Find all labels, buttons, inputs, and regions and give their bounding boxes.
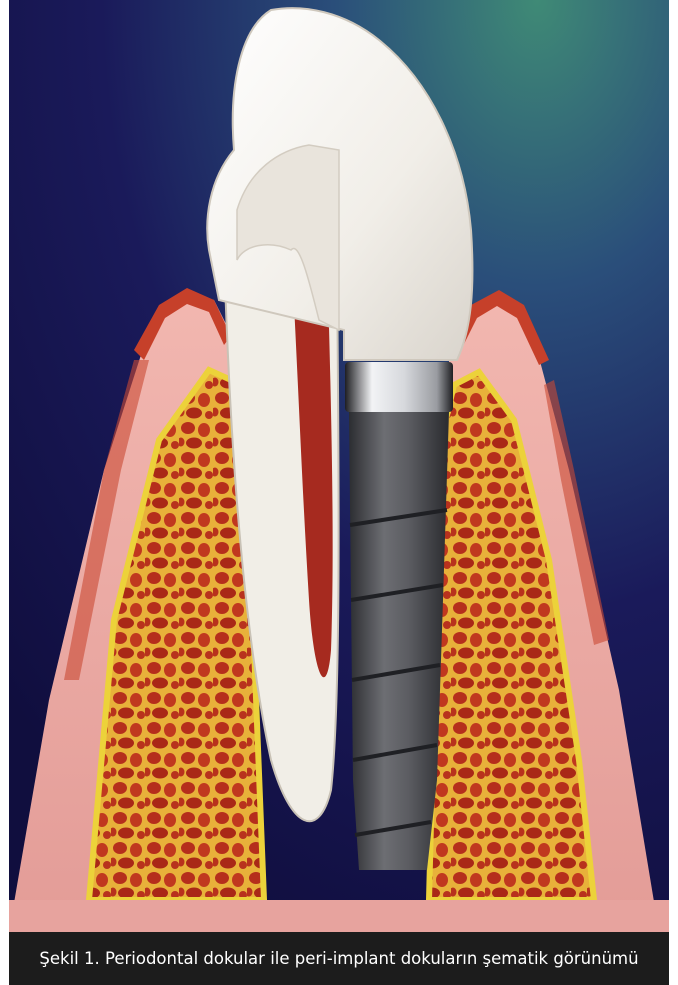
implant-body [349, 412, 449, 870]
caption-bar: Şekil 1. Periodontal dokular ile peri-im… [9, 932, 669, 985]
implant-abutment-collar [345, 362, 453, 412]
gingiva-base [9, 900, 669, 932]
tooth-implant-diagram [9, 0, 669, 932]
figure-caption: Şekil 1. Periodontal dokular ile peri-im… [39, 949, 638, 968]
dental-illustration [9, 0, 669, 932]
